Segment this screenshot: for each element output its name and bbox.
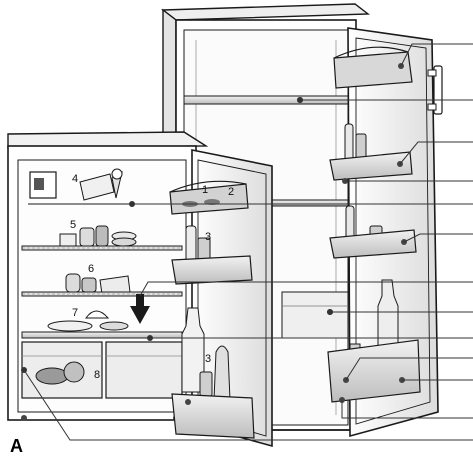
callout-line-1	[400, 43, 473, 67]
label-number-2: 2	[228, 186, 234, 198]
label-number-6: 6	[88, 263, 94, 275]
label-number-5: 5	[70, 219, 76, 231]
callout-line-13	[23, 369, 473, 441]
callout-line-6	[403, 233, 473, 243]
thermostat-control	[29, 171, 57, 199]
label-number-3-upper: 3	[205, 231, 211, 243]
front-fridge-top	[7, 131, 209, 149]
callout-dots	[21, 97, 333, 373]
front-door-bottle-shelf	[171, 307, 255, 439]
front-shelf-middle-items	[65, 273, 131, 295]
rear-door-shelf-middle	[329, 205, 417, 259]
label-number-8: 8	[94, 369, 100, 381]
rear-door-bottle-shelf	[327, 279, 421, 403]
front-door-shelf-upper	[171, 225, 253, 285]
panel-letter: A	[10, 436, 23, 456]
callout-line-10	[345, 357, 473, 381]
front-crisper-drawer-left	[21, 341, 103, 399]
door-handle	[427, 65, 443, 115]
callout-leader-lines	[23, 43, 473, 441]
front-shelf-lower-items	[47, 310, 129, 332]
callout-line-12	[341, 400, 473, 419]
label-number-7: 7	[72, 307, 78, 319]
label-number-4: 4	[72, 173, 78, 185]
label-number-1: 1	[202, 184, 208, 196]
front-wire-shelf-middle	[21, 291, 183, 297]
rear-butter-compartment	[333, 46, 413, 89]
callout-line-7	[139, 281, 473, 297]
front-crisper-drawer-right	[105, 341, 183, 399]
ice-cream-box-and-cone	[79, 168, 123, 201]
label-number-3-lower: 3	[205, 353, 211, 365]
front-glass-shelf-lower	[21, 331, 183, 339]
front-wire-shelf-upper	[21, 245, 183, 251]
rear-fridge-door	[327, 27, 443, 438]
rear-door-shelf-upper	[329, 123, 413, 184]
shelf-adjust-arrow	[130, 294, 150, 324]
rear-crisper-drawer	[281, 291, 349, 339]
callout-line-3	[399, 141, 473, 165]
rear-fridge-top	[161, 3, 370, 21]
front-fridge-unit	[7, 131, 209, 421]
